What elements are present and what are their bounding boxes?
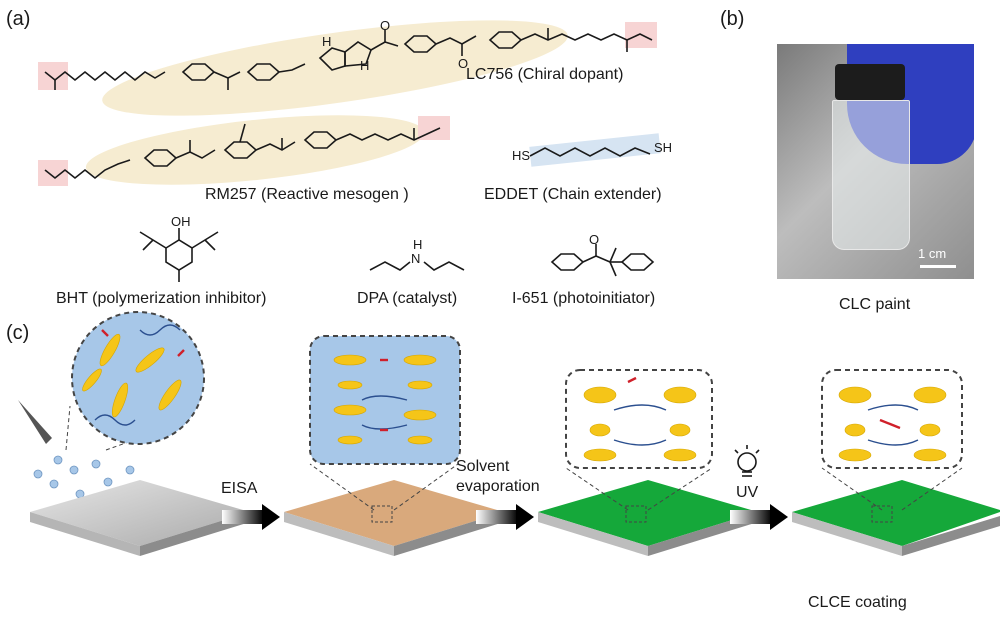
dpa-structure	[369, 261, 465, 271]
light-bulb-icon	[734, 445, 760, 477]
zoom-box-eisa	[309, 335, 461, 523]
eddet-spacer-highlight	[529, 133, 661, 167]
arrow-solvent	[476, 504, 534, 530]
lc756-structure	[44, 28, 653, 90]
lc756-label: LC756 (Chiral dopant)	[466, 66, 624, 83]
atom-h: H	[322, 34, 332, 49]
eddet-structure	[529, 147, 651, 157]
substrate-green-1	[538, 480, 758, 556]
substrate-blank	[30, 480, 250, 556]
panel-label-c: (c)	[6, 322, 30, 344]
atom-o: O	[458, 56, 469, 71]
arrow-uv	[730, 504, 788, 530]
atom-hs: HS	[512, 148, 531, 163]
droplets	[33, 455, 135, 499]
atom-h: H	[360, 58, 370, 73]
vial-cap	[835, 64, 905, 100]
i651-label: I-651 (photoinitiator)	[512, 290, 656, 307]
panel-label-b: (b)	[720, 8, 745, 30]
rm257-acrylate-highlight-left	[38, 160, 68, 186]
vial	[832, 100, 910, 250]
bht-structure	[139, 228, 219, 282]
zoom-circle-droplet	[65, 311, 205, 451]
atom-h: H	[413, 237, 423, 252]
clc-paint-photo: 1 cm	[777, 44, 974, 279]
bht-label: BHT (polymerization inhibitor)	[56, 290, 267, 307]
atom-o: O	[589, 232, 600, 247]
final-coating-label: CLCE coating	[808, 594, 907, 611]
arrow-eisa	[222, 504, 280, 530]
scale-bar	[920, 265, 956, 268]
step-solvent-label-2: evaporation	[456, 478, 540, 495]
lc756-mesogen-highlight	[102, 20, 568, 116]
panel-label-a: (a)	[6, 8, 31, 30]
atom-sh: SH	[654, 140, 673, 155]
lc756-acrylate-highlight-left	[38, 62, 68, 90]
atom-n: N	[411, 251, 421, 266]
end-groups	[101, 329, 901, 432]
step-uv-label: UV	[736, 484, 759, 501]
photo-caption: CLC paint	[839, 296, 911, 313]
rm257-structure	[44, 123, 441, 180]
polymer-chains	[94, 324, 919, 446]
step-solvent-label-1: Solvent	[456, 458, 510, 475]
step-eisa-label: EISA	[221, 480, 258, 497]
rm257-label: RM257 (Reactive mesogen )	[205, 186, 409, 203]
mesogens	[82, 333, 947, 462]
i651-structure	[550, 244, 655, 277]
atom-o: O	[380, 18, 391, 33]
eddet-label: EDDET (Chain extender)	[484, 186, 662, 203]
dpa-label: DPA (catalyst)	[357, 290, 458, 307]
spray-nozzle	[18, 400, 52, 444]
substrate-green-2	[792, 480, 1000, 556]
scale-bar-label: 1 cm	[918, 246, 947, 261]
atom-oh: OH	[171, 214, 191, 229]
